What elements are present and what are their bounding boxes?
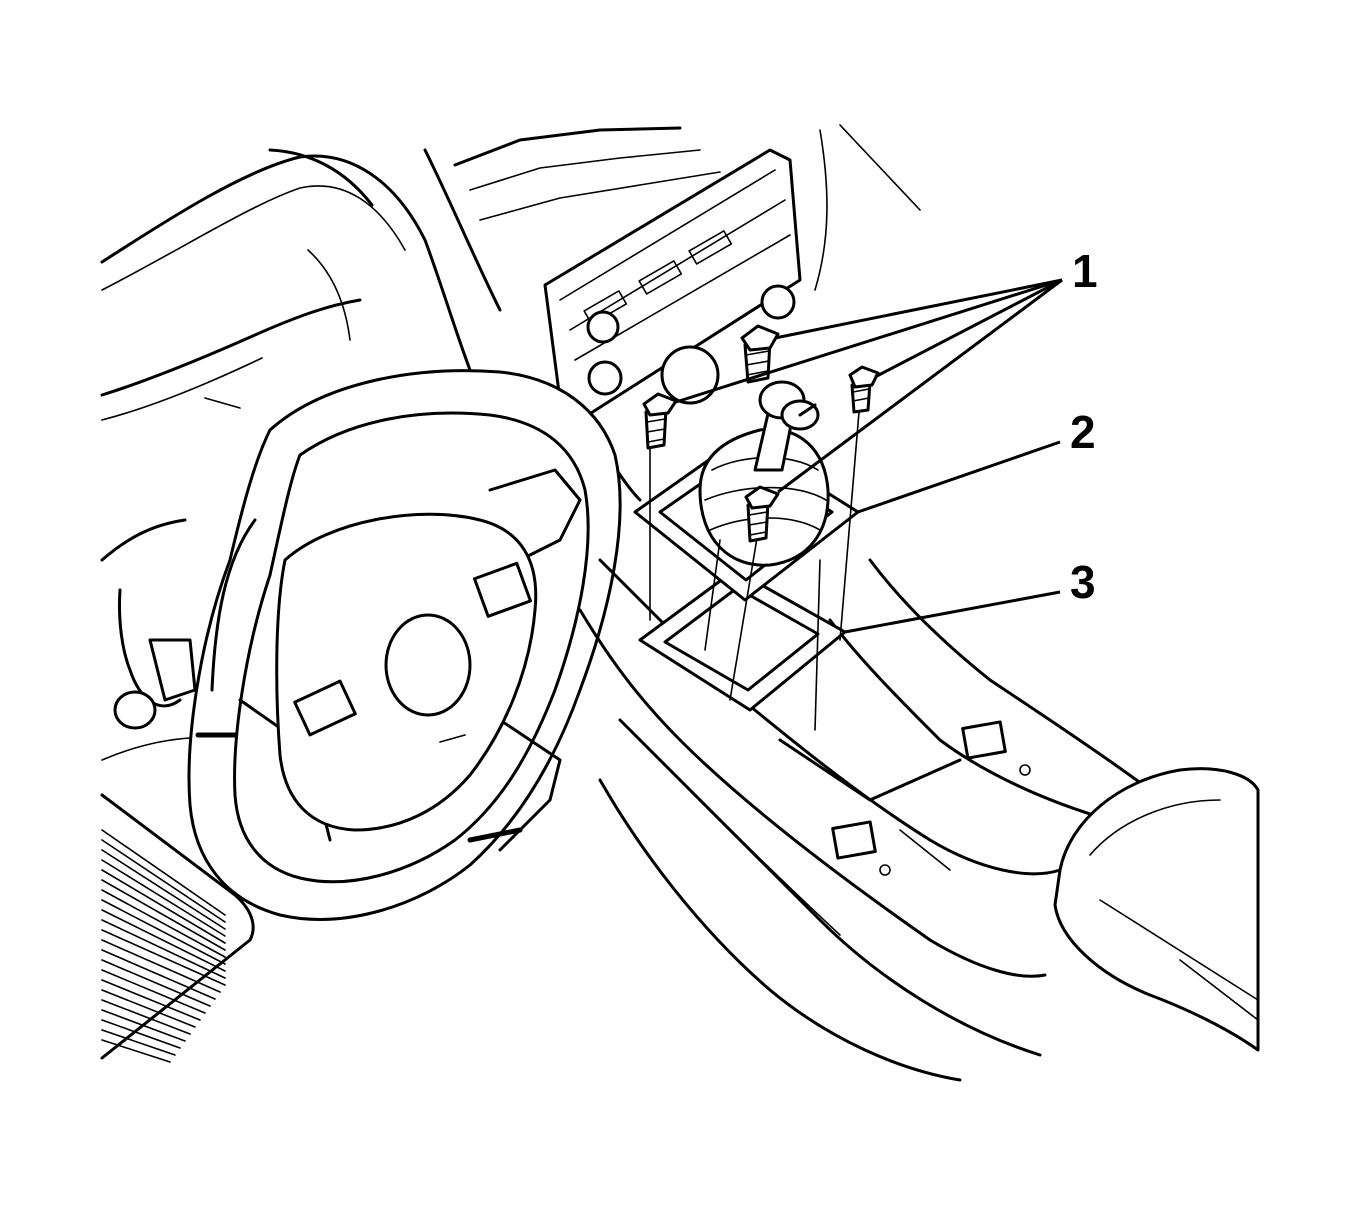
mat-rib [101,849,226,930]
leader-1a [774,278,1063,340]
mat-rib [101,839,226,923]
callout-3: 3 [1070,556,1096,608]
mat-rib [101,949,216,1000]
center-console [578,558,1152,1082]
mat-rib [101,829,226,916]
leader-2 [857,440,1061,514]
mat-rib [101,959,211,1007]
leader-1c [874,278,1063,379]
mat-rib [101,999,191,1035]
mat-rib [101,989,196,1028]
mat-rib [101,929,226,986]
mat-rib [101,879,226,951]
mat-rib [101,1039,171,1063]
shifter-parts [633,324,880,731]
mat-rib [101,919,226,979]
floor-mat [100,793,255,1063]
callout-leaders [675,278,1063,634]
leader-1b [675,278,1063,404]
callout-1: 1 [1072,245,1098,297]
leader-3 [844,590,1061,634]
callout-2: 2 [1070,406,1096,458]
mat-rib [101,1029,176,1056]
mat-rib [101,1009,186,1042]
dashboard-left [100,148,472,761]
center-stack [423,124,921,502]
armrest [1053,767,1260,1052]
bolt [744,485,780,543]
mat-rib [101,869,226,944]
mat-rib [101,909,226,972]
mat-rib [101,899,226,965]
steering-wheel [187,369,622,921]
mat-rib [101,859,226,937]
mat-rib [101,1019,181,1049]
leader-1d [777,278,1063,494]
mat-rib [101,939,221,993]
mat-rib [101,969,206,1014]
bolt [642,392,678,450]
bolt [848,365,880,414]
mat-rib [101,979,201,1021]
mat-rib [101,889,226,958]
bolt [740,324,780,384]
